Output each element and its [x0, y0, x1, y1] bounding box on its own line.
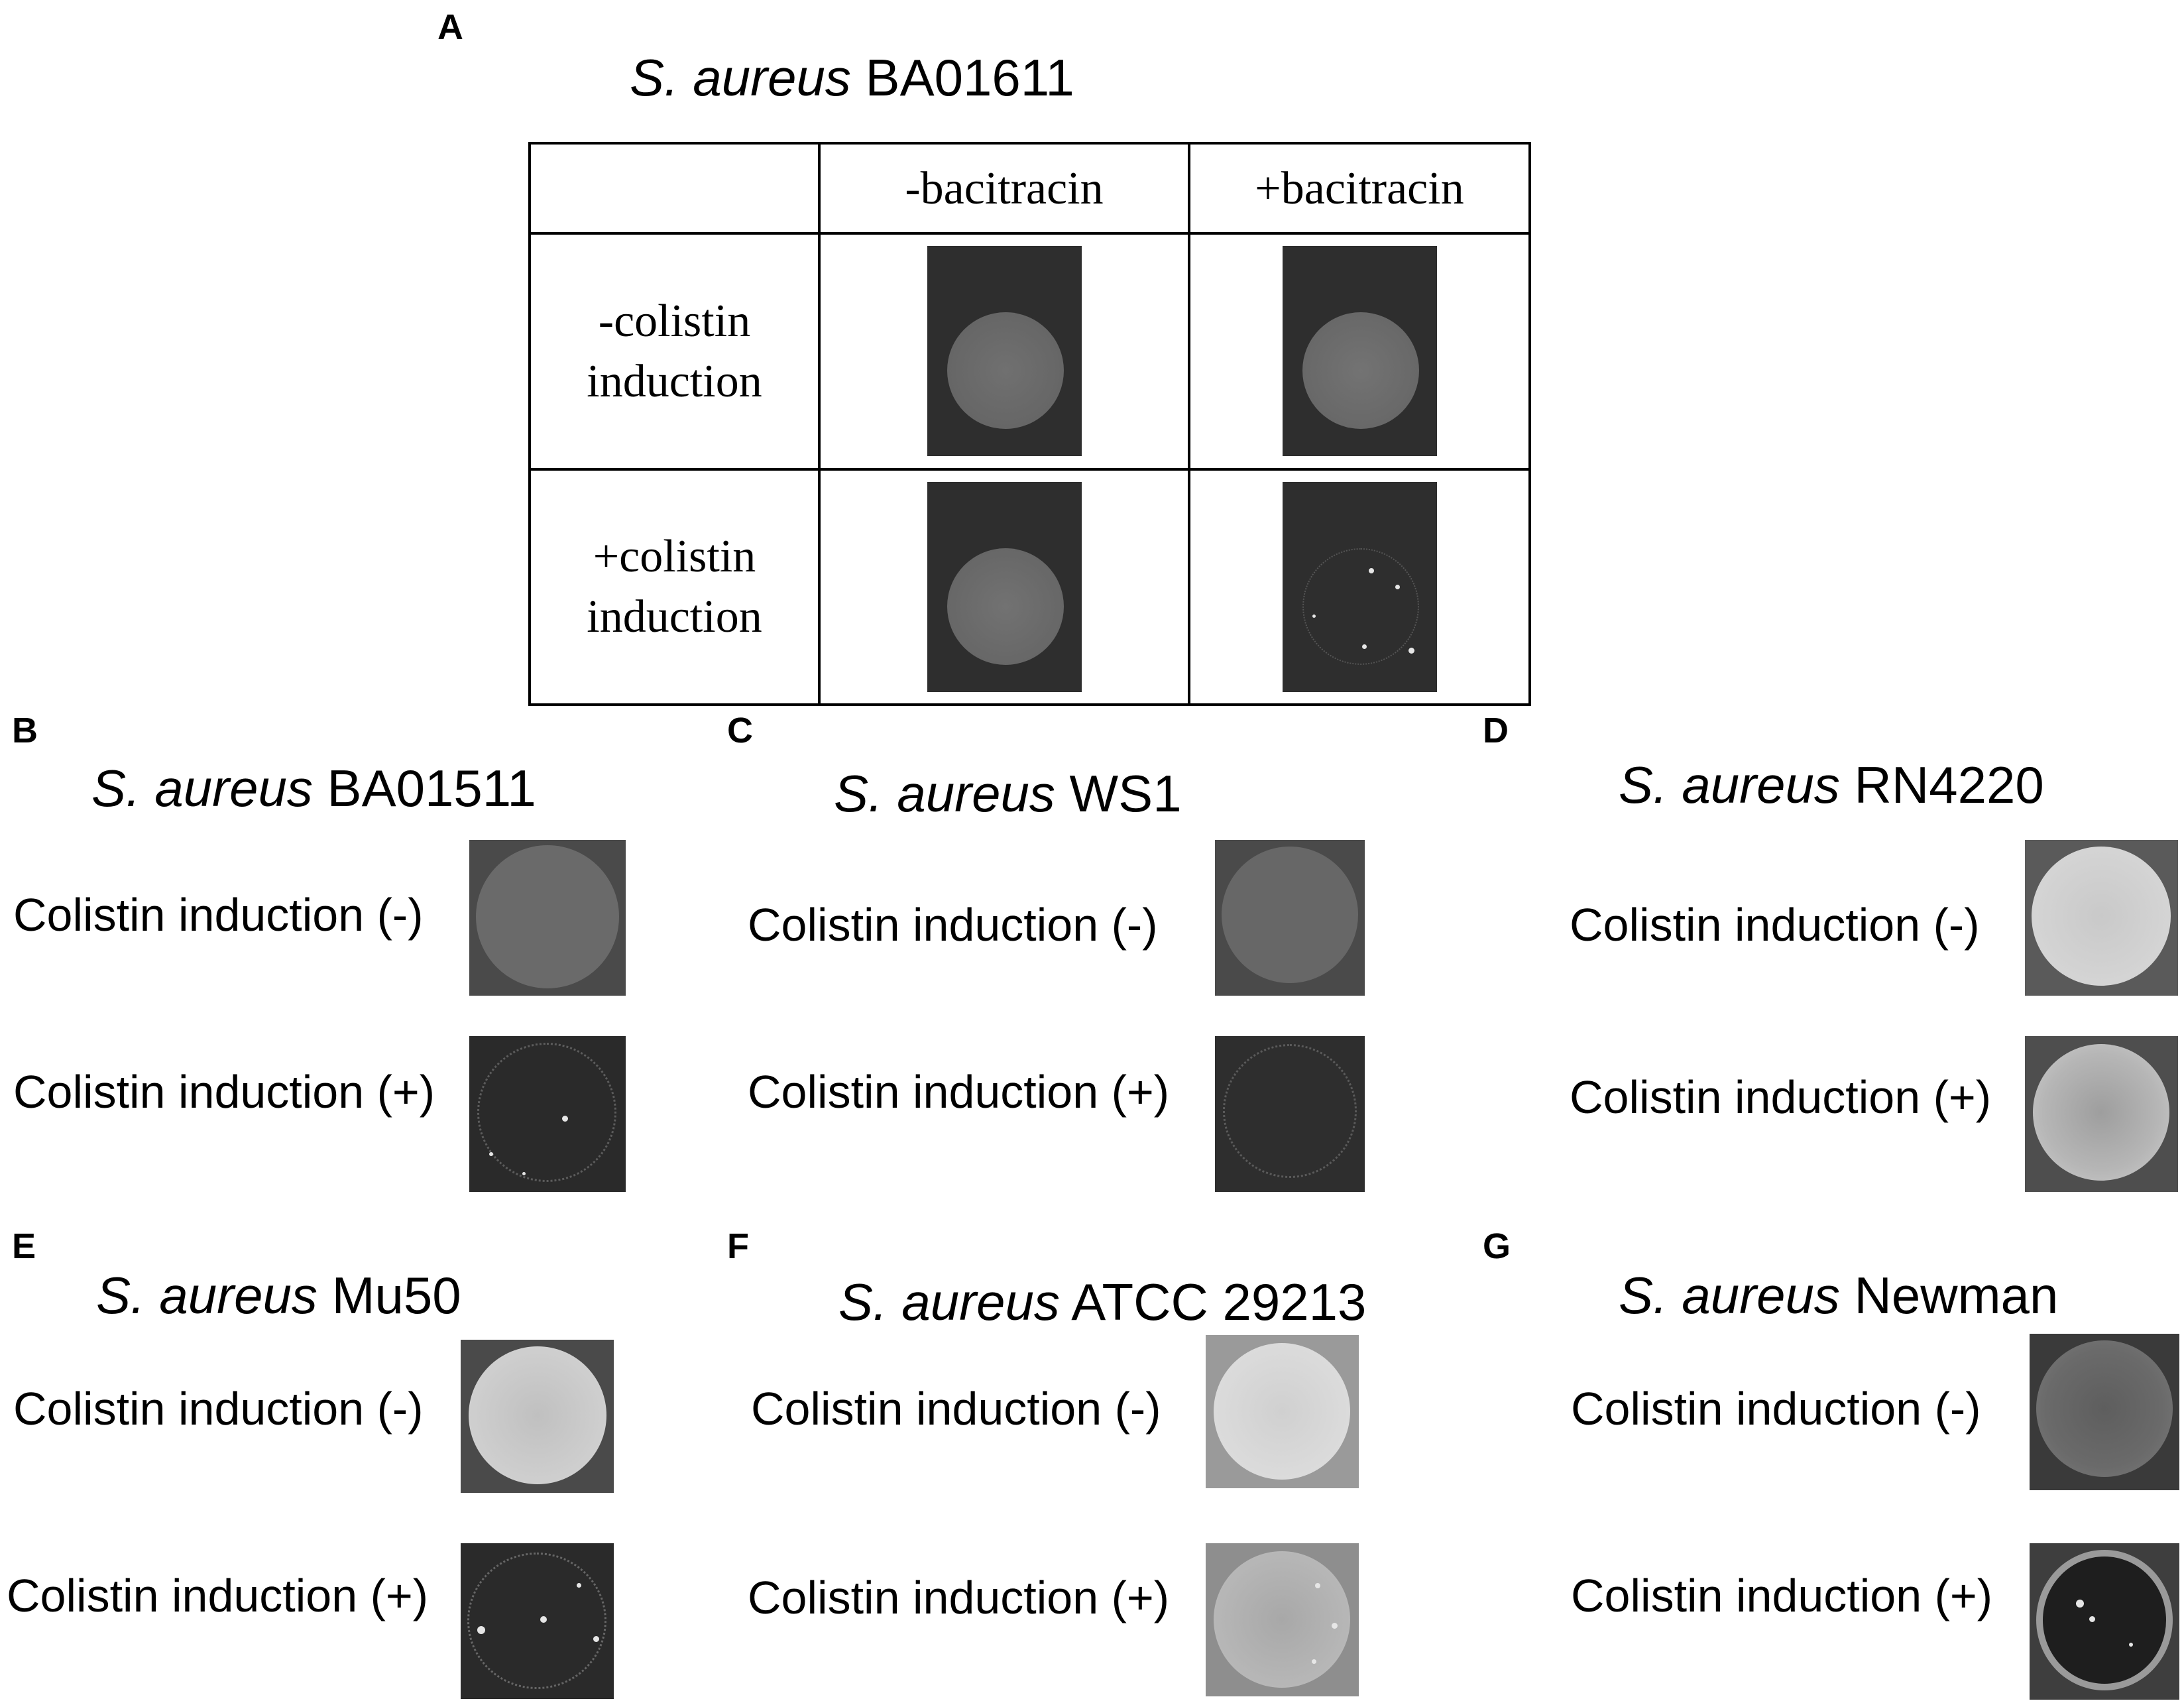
plate-image: [469, 840, 626, 996]
panel-b-title: S. aureus BA01511: [91, 762, 536, 814]
panel-a-table: -bacitracin +bacitracin -colistin induct…: [528, 141, 1531, 707]
colistin-minus-label: Colistin induction (-): [1570, 899, 1980, 951]
colistin-minus-label: Colistin induction (-): [13, 889, 424, 941]
colistin-plus-label: Colistin induction (+): [1570, 1071, 1992, 1123]
plate-image: [1282, 246, 1437, 457]
panel-c-strain: WS1: [1069, 764, 1182, 823]
table-cell-plate: [1188, 232, 1531, 471]
panel-g-title: S. aureus Newman: [1619, 1269, 2058, 1321]
plate-image: [469, 1036, 626, 1192]
colistin-minus-label: Colistin induction (-): [751, 1383, 1161, 1435]
plate-image: [1206, 1543, 1359, 1696]
panel-d-species: S. aureus: [1619, 756, 1840, 814]
panel-f-title: S. aureus ATCC 29213: [838, 1276, 1366, 1328]
row-label-line1: -colistin: [598, 295, 751, 347]
panel-g-species: S. aureus: [1619, 1266, 1840, 1324]
panel-e-strain: Mu50: [331, 1266, 461, 1324]
table-cell-plate: [818, 232, 1190, 471]
panel-d-title: S. aureus RN4220: [1619, 759, 2044, 811]
row-label-line2: induction: [587, 355, 762, 407]
row-label-line2: induction: [587, 591, 762, 643]
plate-image: [1206, 1335, 1359, 1488]
panel-label-e: E: [12, 1226, 36, 1266]
column-header-minus-bacitracin: -bacitracin: [818, 141, 1190, 235]
panel-f-strain: ATCC 29213: [1071, 1273, 1367, 1331]
table-cell-plate: [818, 467, 1190, 707]
plate-image: [1215, 1036, 1365, 1192]
plate-image: [2025, 1036, 2178, 1192]
panel-g-strain: Newman: [1854, 1266, 2059, 1324]
plate-image: [1215, 840, 1365, 996]
panel-c-title: S. aureus WS1: [834, 768, 1182, 819]
row-label-line1: +colistin: [593, 531, 756, 583]
panel-b-species: S. aureus: [91, 759, 313, 817]
plate-image: [2025, 840, 2178, 996]
panel-b-strain: BA01511: [327, 759, 536, 817]
plate-image: [2030, 1334, 2179, 1490]
panel-label-b: B: [12, 711, 38, 750]
panel-e-title: S. aureus Mu50: [96, 1269, 461, 1321]
plate-image: [461, 1340, 614, 1493]
plate-image: [927, 246, 1082, 457]
panel-d-strain: RN4220: [1854, 756, 2044, 814]
colistin-minus-label: Colistin induction (-): [13, 1383, 424, 1435]
plate-image: [2030, 1543, 2179, 1700]
panel-label-g: G: [1483, 1226, 1511, 1266]
plate-image: [927, 481, 1082, 692]
panel-a-species: S. aureus: [630, 48, 851, 107]
panel-label-a: A: [437, 7, 463, 47]
colistin-minus-label: Colistin induction (-): [748, 899, 1158, 951]
table-cell-plate: [1188, 467, 1531, 707]
panel-a-strain: BA01611: [865, 48, 1074, 107]
panel-label-c: C: [727, 711, 753, 750]
colistin-plus-label: Colistin induction (+): [7, 1570, 429, 1621]
panel-a-title: S. aureus BA01611: [630, 52, 1074, 103]
panel-c-species: S. aureus: [834, 764, 1055, 823]
column-header-plus-bacitracin: +bacitracin: [1188, 141, 1531, 235]
plate-image: [461, 1543, 614, 1699]
panel-label-f: F: [727, 1226, 749, 1266]
row-header-plus-colistin: +colistin induction: [528, 467, 821, 707]
row-header-minus-colistin: -colistin induction: [528, 232, 821, 471]
colistin-plus-label: Colistin induction (+): [748, 1066, 1170, 1118]
colistin-plus-label: Colistin induction (+): [13, 1066, 435, 1118]
table-corner-cell: [528, 141, 821, 235]
panel-label-d: D: [1483, 711, 1509, 750]
colistin-plus-label: Colistin induction (+): [1571, 1570, 1993, 1621]
colistin-minus-label: Colistin induction (-): [1571, 1383, 1981, 1435]
colistin-plus-label: Colistin induction (+): [748, 1572, 1170, 1623]
panel-f-species: S. aureus: [838, 1273, 1060, 1331]
plate-image: [1282, 481, 1437, 692]
panel-e-species: S. aureus: [96, 1266, 317, 1324]
